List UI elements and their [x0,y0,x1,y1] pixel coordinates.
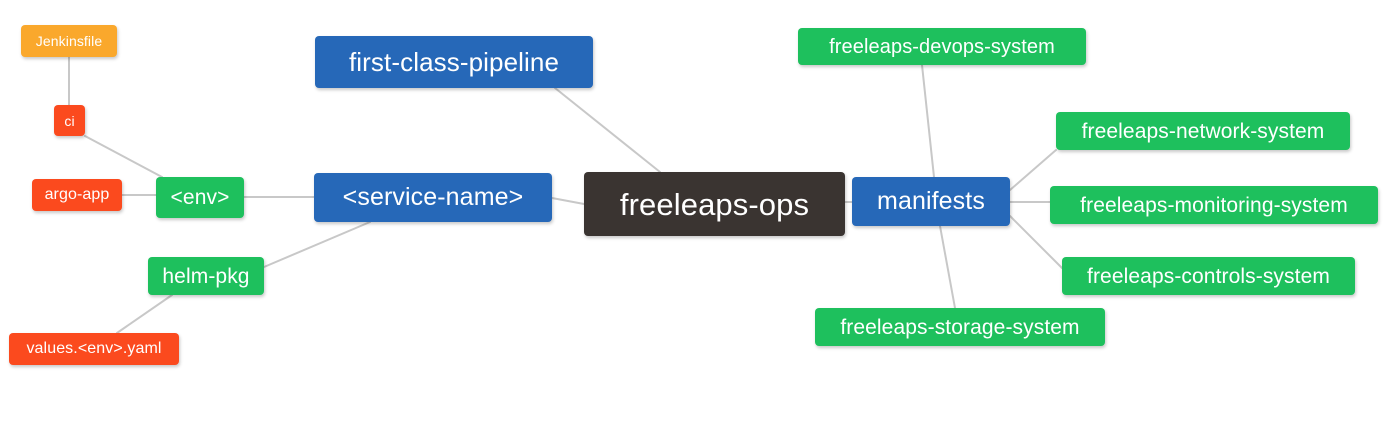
mindmap-node-label-root: freeleaps-ops [619,186,810,222]
mindmap-node-label-values: values.<env>.yaml [26,340,162,357]
edge-env-to-ci [84,135,163,178]
edge-manifests-to-devops [921,64,935,178]
mindmap-node-label-helm: helm-pkg [162,264,250,288]
mindmap-node-label-ci: ci [64,112,75,129]
mindmap-node-label-monitoring: freeleaps-monitoring-system [1080,193,1348,217]
mindmap-node-label-network: freeleaps-network-system [1081,119,1325,143]
mindmap-node-service[interactable]: <service-name> [314,173,552,222]
edge-root-to-pipeline [554,87,661,173]
mindmap-node-controls[interactable]: freeleaps-controls-system [1062,257,1355,295]
mindmap-node-label-devops: freeleaps-devops-system [829,35,1055,58]
edge-root-to-service [551,197,585,205]
mindmap-node-ci[interactable]: ci [54,105,85,136]
mindmap-node-env[interactable]: <env> [156,177,244,218]
mindmap-node-label-storage: freeleaps-storage-system [840,315,1080,339]
mindmap-node-helm[interactable]: helm-pkg [148,257,264,295]
mindmap-node-pipeline[interactable]: first-class-pipeline [315,36,593,88]
mindmap-node-manifests[interactable]: manifests [852,177,1010,226]
edge-service-to-helm [263,221,371,268]
mindmap-node-label-pipeline: first-class-pipeline [348,47,560,77]
mindmap-node-root[interactable]: freeleaps-ops [584,172,845,236]
mindmap-node-label-env: <env> [170,186,230,209]
edge-manifests-to-network [1009,149,1057,191]
mindmap-node-label-service: <service-name> [342,183,524,211]
mindmap-node-devops[interactable]: freeleaps-devops-system [798,28,1086,65]
mindmap-node-label-argoapp: argo-app [44,186,110,203]
mindmap-node-network[interactable]: freeleaps-network-system [1056,112,1350,150]
mindmap-node-values[interactable]: values.<env>.yaml [9,333,179,365]
mindmap-node-monitoring[interactable]: freeleaps-monitoring-system [1050,186,1378,224]
edge-manifests-to-storage [939,225,956,309]
mindmap-node-label-manifests: manifests [877,187,985,215]
mindmap-node-label-controls: freeleaps-controls-system [1087,264,1330,288]
edge-helm-to-values [116,294,173,334]
mindmap-node-storage[interactable]: freeleaps-storage-system [815,308,1105,346]
mindmap-node-argoapp[interactable]: argo-app [32,179,122,211]
mindmap-node-label-jenkins: Jenkinsfile [35,33,103,49]
mindmap-node-jenkins[interactable]: Jenkinsfile [21,25,117,57]
